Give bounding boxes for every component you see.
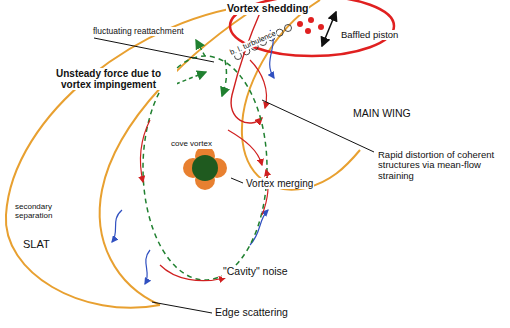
callout-label: Unsteady force due to vortex impingement	[40, 68, 177, 90]
callout-label: Edge scattering	[214, 307, 289, 319]
cove-vortex-symbol	[183, 146, 227, 190]
main-wing-outline	[242, 0, 360, 190]
callout-label: secondary separation	[14, 203, 74, 221]
force-arrow	[176, 72, 206, 84]
slat-outer	[6, 4, 262, 308]
leader-line	[152, 302, 212, 313]
part-name: SLAT	[22, 238, 51, 250]
callout-label: Rapid distortion of coherent structures …	[377, 150, 507, 181]
callout-label: "Cavity" noise	[222, 266, 289, 278]
callout-label: Vortex shedding	[226, 3, 309, 15]
callout-label: Baffled piston	[340, 30, 399, 40]
shear-layer	[231, 8, 262, 123]
part-name: MAIN WING	[352, 108, 412, 120]
callout-label: Vortex merging	[245, 178, 314, 189]
callout-label: fluctuating reattachment	[92, 27, 185, 36]
callout-label: cove vortex	[170, 140, 213, 149]
piston-arrow	[322, 12, 336, 46]
leader-line	[94, 38, 214, 62]
leader-line	[231, 178, 243, 183]
